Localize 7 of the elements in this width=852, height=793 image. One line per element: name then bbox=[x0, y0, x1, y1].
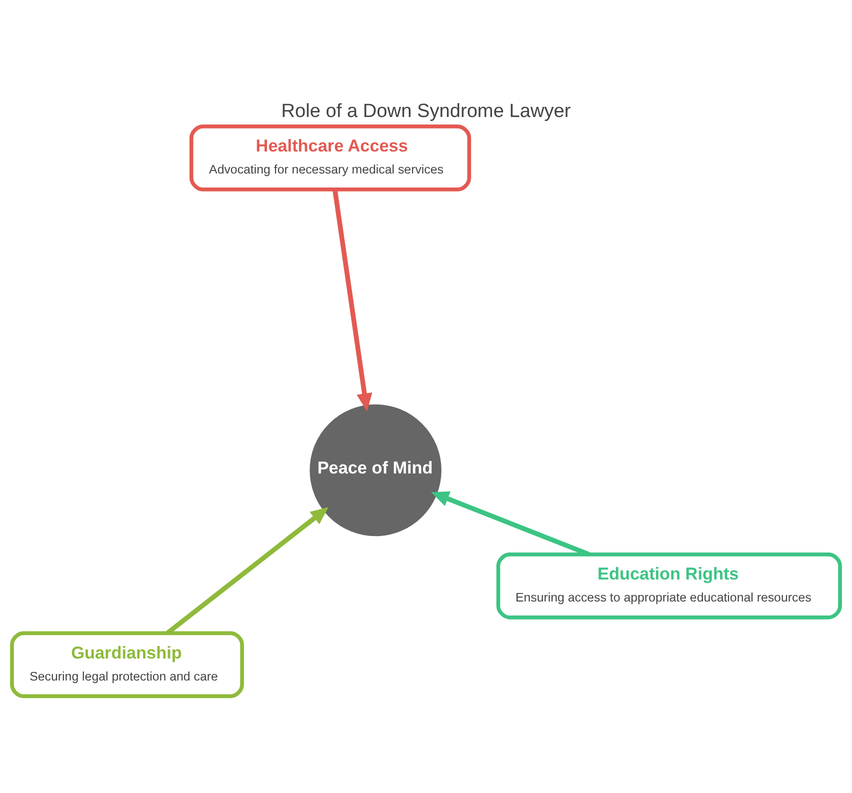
arrow bbox=[431, 490, 590, 556]
diagram-title: Role of a Down Syndrome Lawyer bbox=[281, 100, 571, 122]
node-box: Education Rights Ensuring access to appropriate educational resources bbox=[496, 552, 842, 619]
node-box: Healthcare Access Advocating for necessary medical services bbox=[189, 124, 472, 191]
node-box: Guardianship Securing legal protection and care bbox=[10, 630, 244, 698]
arrow bbox=[166, 506, 329, 634]
arrow bbox=[332, 188, 372, 411]
